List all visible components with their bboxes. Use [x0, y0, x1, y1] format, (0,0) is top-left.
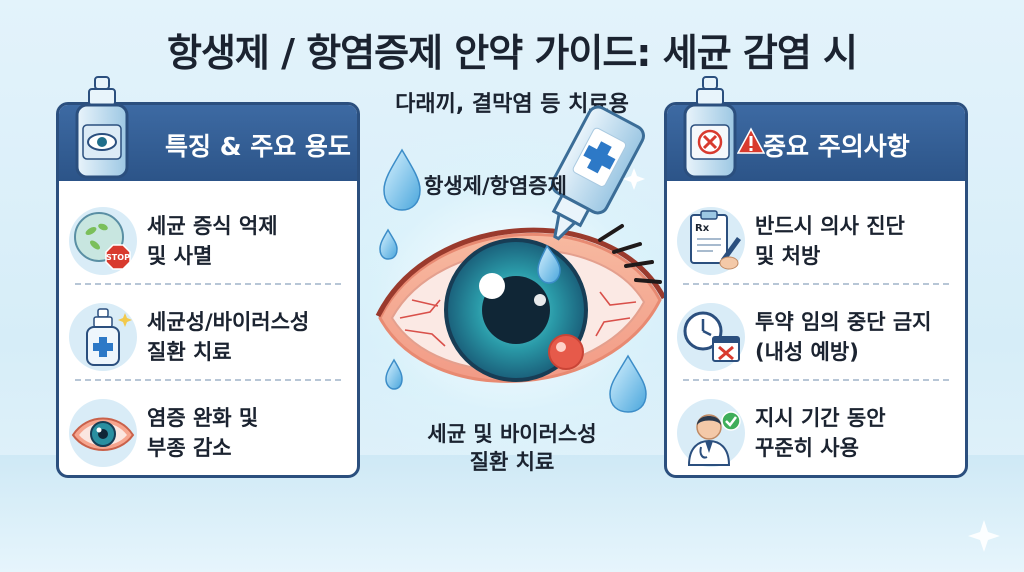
water-drop-icon	[383, 148, 421, 211]
stop-badge-text: STOP	[106, 253, 130, 262]
precautions-item-prescription: Rx 반드시 의사 진단 및 처방	[667, 195, 965, 287]
eyelashes	[598, 224, 662, 284]
precautions-item-text: 반드시 의사 진단 및 처방	[755, 214, 905, 268]
features-item-text: 세균성/바이러스성 질환 치료	[147, 310, 310, 364]
precautions-item-text: 지시 기간 동안 꾸준히 사용	[755, 406, 886, 460]
red-veins	[399, 291, 637, 347]
divider	[75, 379, 341, 381]
divider	[75, 283, 341, 285]
divider	[683, 283, 949, 285]
features-panel-title: 특징 & 주요 용도	[165, 132, 351, 161]
prescription-icon: Rx	[677, 207, 745, 275]
water-drop-icon	[379, 228, 398, 260]
divider	[683, 379, 949, 381]
sparkle-icon	[968, 520, 1000, 552]
features-item-text: 세균 증식 억제 및 사멸	[147, 214, 278, 268]
features-item-text: 염증 완화 및 부종 감소	[147, 406, 259, 460]
features-item-treatment: 세균성/바이러스성 질환 치료	[59, 291, 357, 383]
eyedrop-bottle-icon	[75, 76, 129, 179]
eyedrop-bottle-icon	[69, 303, 137, 371]
features-panel: 특징 & 주요 용도 STOP 세균 증식 억제 및 사멸	[56, 76, 360, 479]
center-caption-line2: 질환 치료	[469, 450, 555, 474]
eye-highlight	[479, 273, 505, 299]
eye-icon	[69, 399, 137, 467]
precautions-item-no-stop: 투약 임의 중단 금지 (내성 예방)	[667, 291, 965, 383]
sparkle-icon	[623, 168, 645, 190]
water-drop-icon	[385, 358, 403, 390]
clock-calendar-icon	[677, 303, 745, 371]
warning-icon	[737, 127, 765, 154]
eyedrop-bottle-icon	[683, 76, 737, 179]
features-item-inflammation: 염증 완화 및 부종 감소	[59, 387, 357, 479]
falling-drop	[537, 244, 561, 284]
stye-bump	[548, 334, 584, 370]
center-caption-line1: 세균 및 바이러스성	[427, 422, 597, 446]
water-drop-icon	[609, 354, 647, 413]
page-title: 항생제 / 항염증제 안약 가이드: 세균 감염 시	[166, 31, 858, 75]
precautions-panel-title: 중요 주의사항	[763, 132, 910, 161]
precautions-item-text: 투약 임의 중단 금지 (내성 예방)	[755, 310, 932, 364]
features-item-bacteria: STOP 세균 증식 억제 및 사멸	[59, 195, 357, 287]
precautions-panel: 중요 주의사항 Rx 반드시 의사 진단 및 처방	[664, 76, 968, 479]
precautions-item-continue: 지시 기간 동안 꾸준히 사용	[667, 387, 965, 479]
doctor-icon	[677, 399, 745, 467]
dropper-bottle-icon	[550, 105, 645, 241]
bacteria-stop-icon: STOP	[69, 207, 137, 275]
drop-label: 항생제/항염증제	[424, 174, 567, 198]
rx-badge-text: Rx	[695, 223, 710, 234]
